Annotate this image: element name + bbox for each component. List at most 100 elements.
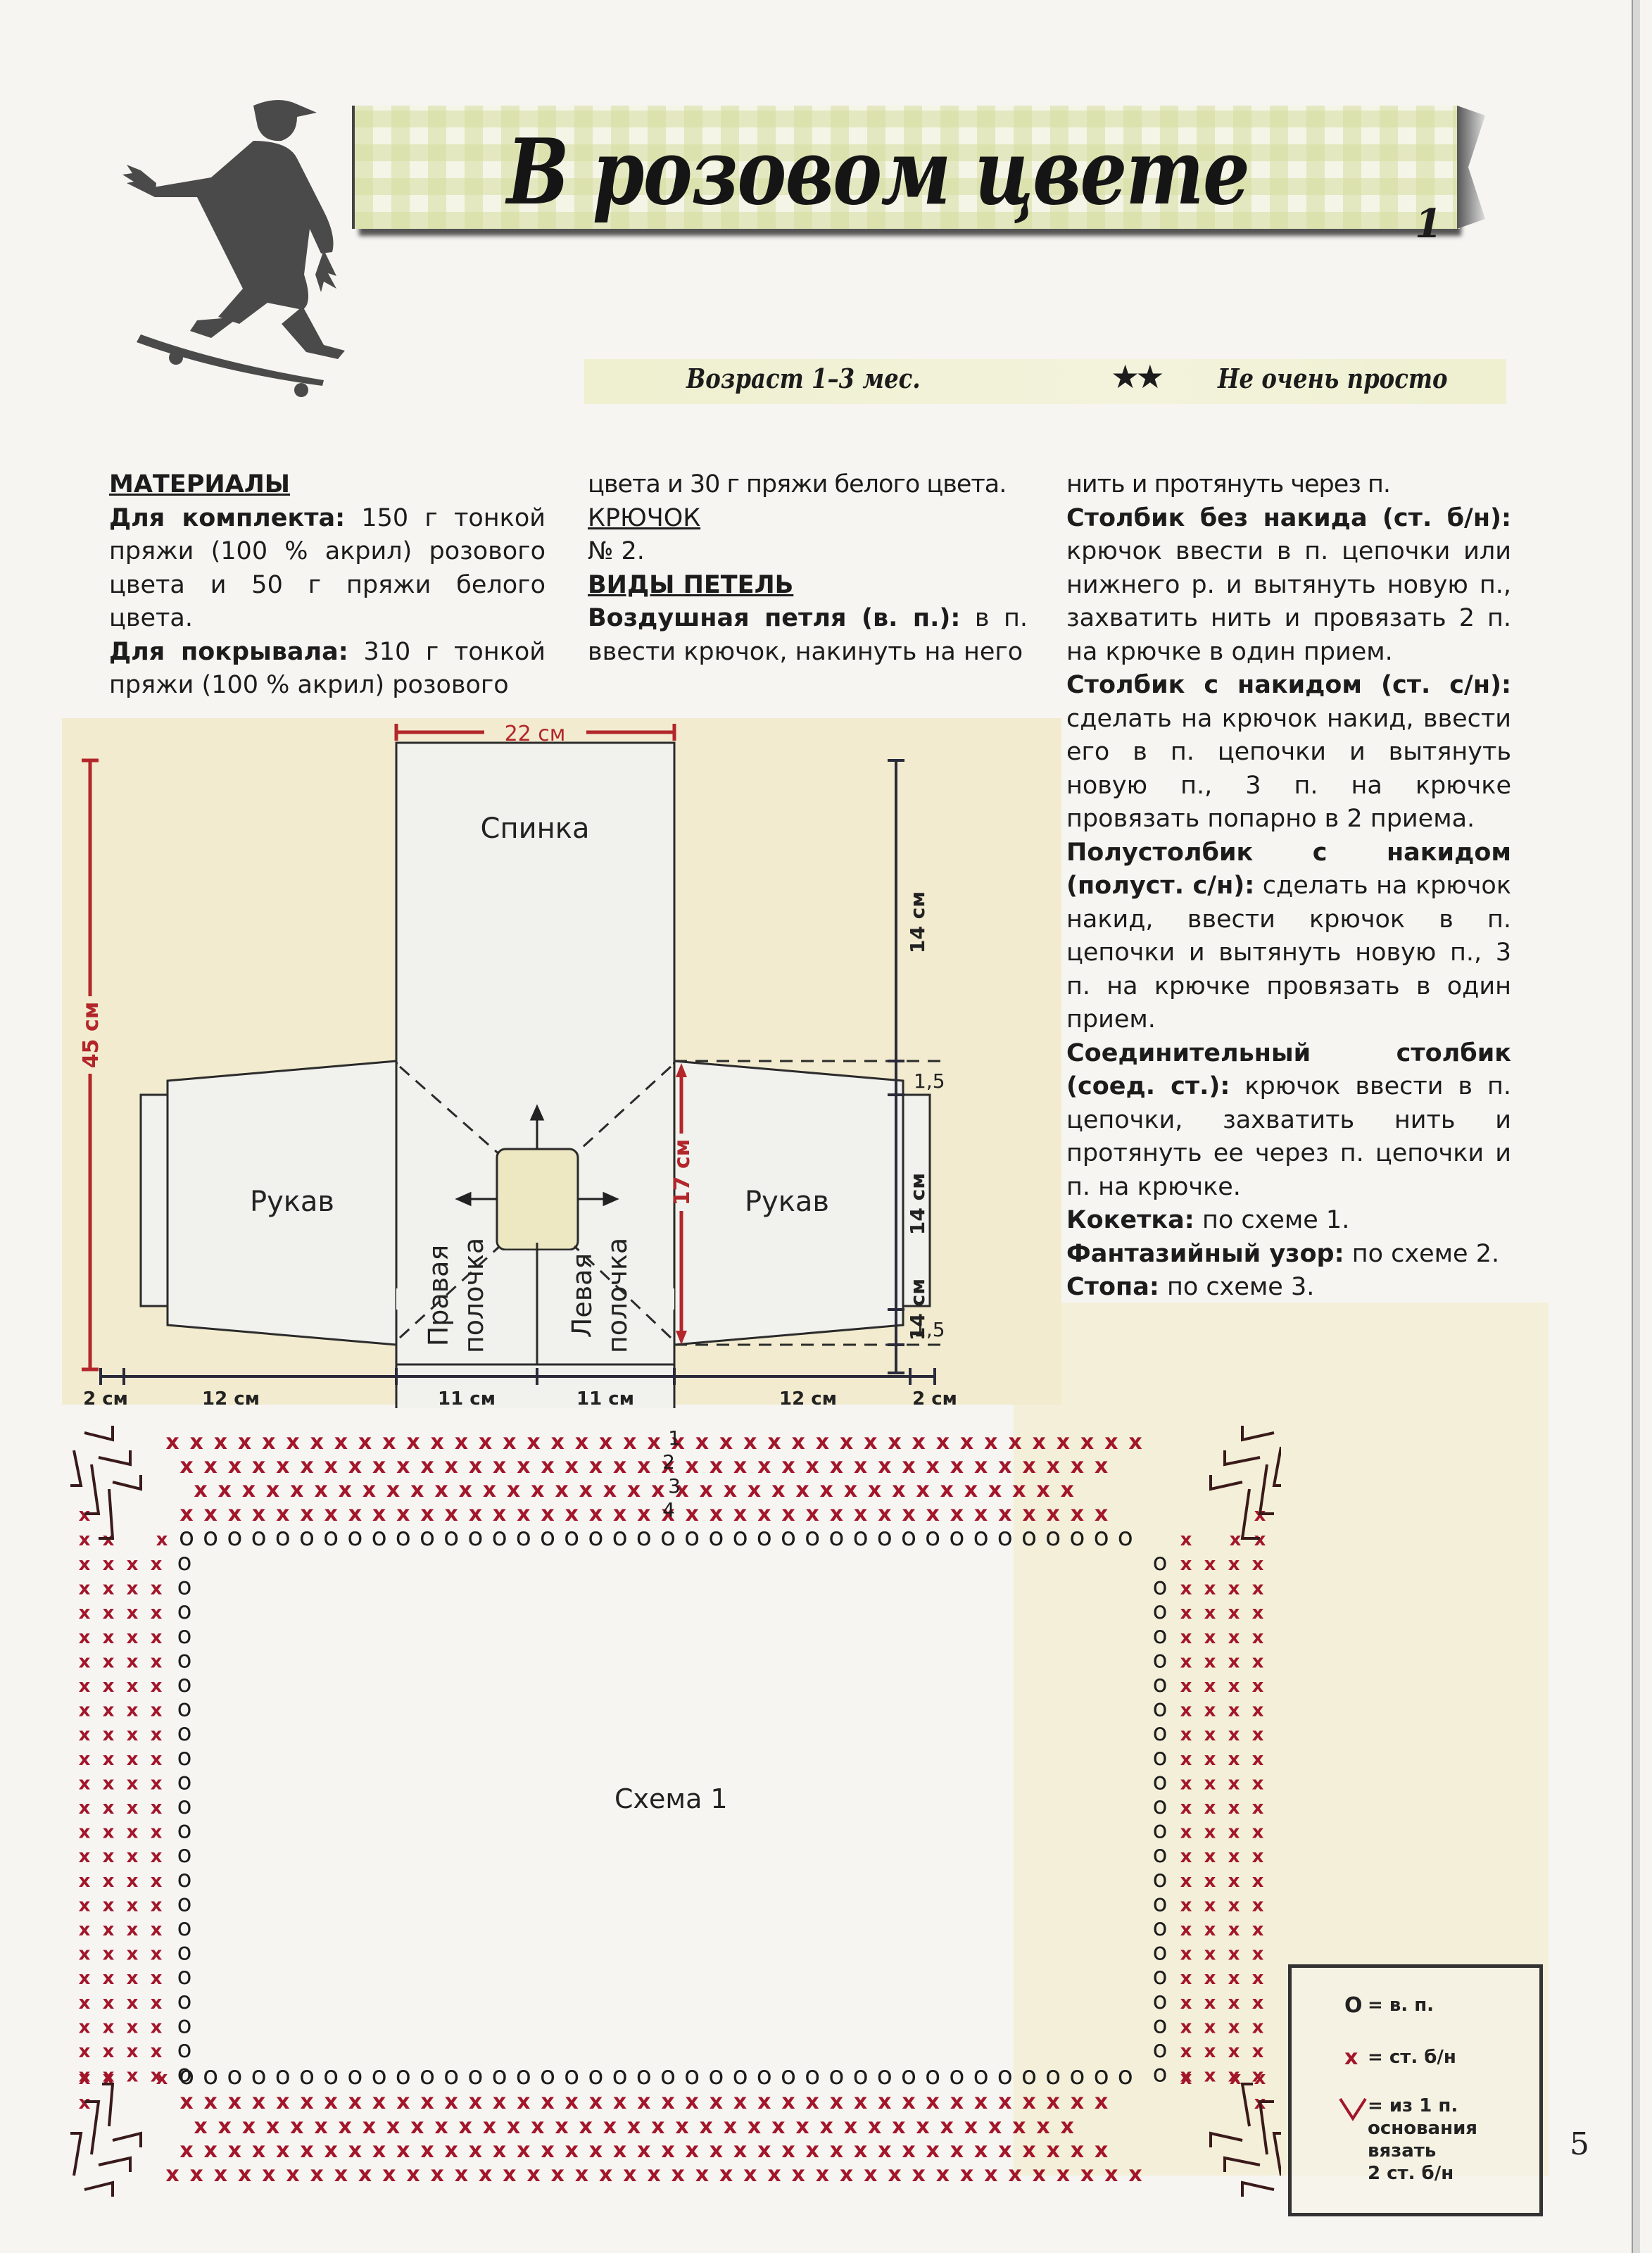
svg-text:x: x (79, 1554, 91, 1575)
svg-text:o: o (1094, 1523, 1109, 1552)
svg-text:o: o (177, 1962, 192, 1990)
svg-text:o: o (1118, 2061, 1133, 2090)
svg-text:x: x (700, 2114, 713, 2139)
svg-text:x: x (878, 1454, 891, 1479)
svg-text:x: x (936, 1430, 950, 1455)
svg-text:4: 4 (662, 1498, 675, 1521)
svg-text:x: x (651, 1478, 664, 1502)
blanket-cont: цвета и 30 г пряжи белого цвета. (588, 470, 1007, 498)
svg-text:x: x (1180, 1749, 1192, 1770)
svg-text:x: x (940, 1478, 954, 1502)
svg-text:x: x (127, 1846, 139, 1867)
svg-text:x: x (382, 1430, 396, 1455)
svg-text:x: x (892, 1478, 905, 1502)
svg-text:o: o (1118, 1523, 1133, 1552)
blanket-text: 310 г тонкой пряжи (100 % акрил) розовог… (109, 637, 546, 700)
dc-definition: Столбик с накидом (ст. с/н): сделать на … (1066, 669, 1511, 836)
svg-text:o: o (1153, 1695, 1168, 1723)
hdc-label: Полустолбик с накидом (полуст. с/н): (1066, 838, 1511, 900)
svg-text:o: o (396, 2061, 411, 2090)
svg-text:x: x (204, 2090, 217, 2114)
materials-blanket: Для покрывала: 310 г тонкой пряжи (100 %… (109, 636, 546, 703)
svg-text:x: x (1204, 1579, 1216, 1600)
dim-right-bottom: 14 см (906, 1279, 929, 1341)
svg-text:x: x (1180, 1700, 1192, 1721)
svg-text:o: o (684, 1523, 700, 1552)
svg-text:x: x (700, 1478, 713, 1502)
svg-text:x: x (974, 2090, 988, 2114)
svg-text:o: o (420, 1523, 435, 1552)
svg-text:x: x (781, 2090, 795, 2114)
svg-text:x: x (1252, 1968, 1264, 1989)
sc-label: Столбик без накида (ст. б/н): (1066, 503, 1511, 532)
svg-text:o: o (949, 1523, 964, 1552)
svg-text:x: x (103, 1602, 115, 1624)
svg-text:x: x (1180, 1773, 1192, 1794)
dim-bottom-5: 2 см (912, 1388, 957, 1408)
svg-text:o: o (203, 2061, 218, 2090)
svg-text:x: x (1252, 1700, 1264, 1721)
svg-text:x: x (1228, 1871, 1240, 1892)
page-title: В розовом цвете (507, 120, 1250, 225)
svg-text:x: x (988, 1478, 1002, 1502)
svg-text:x: x (79, 1579, 91, 1600)
svg-text:x: x (1230, 1529, 1242, 1550)
set-label: Для комплекта: (109, 503, 346, 532)
svg-text:x: x (493, 1502, 506, 1526)
left-front-label-line1: Левая (567, 1253, 598, 1338)
dim-bottom-3: 11 см (576, 1388, 634, 1408)
svg-text:x: x (888, 2162, 901, 2187)
svg-text:x: x (517, 2090, 530, 2114)
svg-text:x: x (79, 2068, 91, 2089)
svg-text:x: x (1180, 1895, 1192, 1916)
svg-text:x: x (988, 2114, 1002, 2139)
hook-value: № 2. (588, 537, 645, 565)
svg-text:o: o (443, 1523, 459, 1552)
svg-text:x: x (1180, 1846, 1192, 1867)
svg-text:x: x (661, 2090, 674, 2114)
svg-text:x: x (1204, 1822, 1216, 1843)
svg-text:x: x (806, 2090, 819, 2114)
svg-text:x: x (1180, 1724, 1192, 1745)
svg-text:x: x (127, 1773, 139, 1794)
svg-text:o: o (177, 1719, 192, 1747)
svg-text:x: x (434, 2114, 448, 2139)
svg-text:x: x (1228, 2066, 1240, 2087)
svg-text:x: x (1204, 2041, 1216, 2062)
svg-text:x: x (1180, 1992, 1192, 2014)
svg-text:x: x (300, 2090, 313, 2114)
svg-text:o: o (227, 1523, 242, 1552)
svg-text:x: x (974, 1454, 988, 1479)
svg-text:o: o (177, 1695, 192, 1723)
dim-top-width: 22 см (505, 722, 566, 746)
svg-text:x: x (1252, 1602, 1264, 1624)
svg-text:x: x (151, 1676, 163, 1697)
svg-text:o: o (177, 1621, 192, 1650)
svg-text:x: x (151, 1579, 163, 1600)
svg-text:x: x (1252, 1944, 1264, 1965)
legend-sc-text: = ст. б/н (1368, 2047, 1456, 2068)
svg-text:o: o (323, 2061, 339, 2090)
svg-text:o: o (1153, 1792, 1168, 1820)
svg-text:x: x (103, 1749, 115, 1770)
svg-text:x: x (589, 2138, 603, 2163)
svg-text:x: x (151, 1822, 163, 1843)
svg-text:x: x (868, 2114, 881, 2139)
dim-total-height: 45 см (79, 1002, 103, 1069)
svg-text:o: o (684, 2061, 700, 2090)
svg-text:x: x (276, 1454, 289, 1479)
svg-text:x: x (781, 2138, 795, 2163)
svg-text:o: o (420, 2061, 435, 2090)
svg-text:x: x (103, 2016, 115, 2038)
svg-text:x: x (286, 1430, 299, 1455)
svg-text:x: x (527, 2162, 540, 2187)
svg-text:x: x (410, 2114, 424, 2139)
svg-text:x: x (998, 1454, 1011, 1479)
chain-label: Воздушная петля (в. п.): (588, 604, 961, 632)
svg-text:o: o (299, 2061, 315, 2090)
svg-text:x: x (386, 2114, 400, 2139)
svg-text:x: x (300, 1502, 313, 1526)
svg-text:x: x (1228, 1749, 1240, 1770)
skater-silhouette-icon (122, 99, 345, 397)
svg-text:x: x (127, 1749, 139, 1770)
